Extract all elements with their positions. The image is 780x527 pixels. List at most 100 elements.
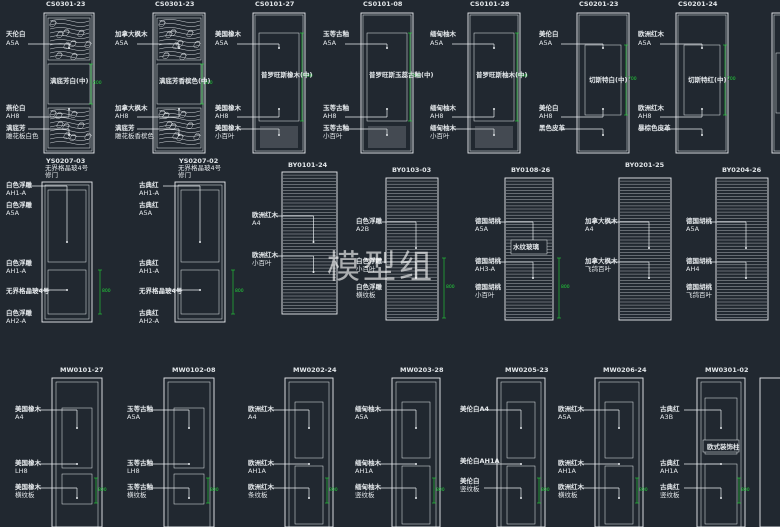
material-label: 欧洲红木 bbox=[248, 459, 274, 467]
door-inner-frame bbox=[154, 14, 204, 152]
leader-dot bbox=[520, 427, 522, 429]
material-label: A2B bbox=[356, 225, 370, 233]
dimension-text: 800 bbox=[561, 285, 570, 290]
material-label: 美伦白AH1A bbox=[460, 457, 500, 465]
door-inner-frame bbox=[598, 381, 640, 527]
dimension-text: 800 bbox=[329, 487, 338, 493]
glass-panel bbox=[180, 269, 220, 315]
door-code: CS0101-27 bbox=[255, 0, 295, 8]
material-label: A4 bbox=[585, 225, 594, 233]
material-label: 雕花板白色 bbox=[6, 132, 39, 140]
material-label: A4 bbox=[15, 413, 24, 421]
material-label: A5A bbox=[6, 39, 20, 47]
material-label: AH1A bbox=[660, 467, 678, 475]
leader-dot bbox=[618, 463, 620, 465]
door-frame bbox=[771, 12, 780, 154]
door-code: MW0101-27 bbox=[60, 366, 104, 374]
door-code: MW0206-24 bbox=[603, 366, 647, 374]
material-label: 竖纹板 bbox=[660, 491, 680, 499]
leader-dot bbox=[199, 289, 201, 291]
door-inner-frame bbox=[55, 381, 99, 527]
material-label: AH1A bbox=[248, 467, 266, 475]
material-label: 横纹板 bbox=[356, 291, 376, 299]
material-label: A5A bbox=[127, 413, 141, 421]
material-label: 黑色皮革 bbox=[539, 124, 565, 132]
material-label: AH8 bbox=[215, 112, 229, 120]
door-frame bbox=[618, 177, 672, 321]
material-label: 古典红 bbox=[139, 259, 159, 267]
carved-panel-pattern bbox=[49, 109, 93, 145]
material-label: 白色浮雕 bbox=[356, 257, 382, 265]
material-label: 缅甸柚木 bbox=[430, 30, 456, 38]
leader-dot bbox=[520, 497, 522, 499]
material-label: 横纹板 bbox=[558, 491, 578, 499]
material-label: 美伦白A4 bbox=[460, 405, 490, 413]
carved-panel-pattern bbox=[158, 109, 202, 145]
material-label: A5A bbox=[686, 225, 700, 233]
material-label: 美国橡木 bbox=[15, 483, 41, 491]
leader-dot bbox=[701, 134, 703, 136]
material-label: A4 bbox=[248, 413, 257, 421]
dimension-text: 700 bbox=[727, 77, 736, 82]
panel bbox=[401, 401, 431, 459]
watermark: 模型组 bbox=[327, 247, 435, 286]
door-inner-frame bbox=[254, 14, 304, 152]
material-label: 德国胡桃 bbox=[686, 257, 712, 265]
leader-dot bbox=[493, 108, 495, 110]
material-label: AH3-A bbox=[475, 265, 496, 273]
dimension-text: 800 bbox=[446, 285, 455, 290]
material-label: AH8 bbox=[638, 112, 652, 120]
material-label: 古典红 bbox=[660, 459, 680, 467]
carved-panel bbox=[47, 17, 91, 61]
leader-dot bbox=[415, 247, 417, 249]
leader-dot bbox=[312, 271, 315, 273]
door-frame bbox=[496, 377, 546, 527]
panel bbox=[294, 401, 324, 459]
center-glass-panel bbox=[47, 63, 91, 105]
material-label: 德国胡桃 bbox=[686, 283, 712, 291]
door-note: 修门 bbox=[45, 171, 58, 179]
decor-label: 欧式装饰柱 bbox=[707, 443, 740, 451]
door-inner-frame bbox=[469, 14, 519, 152]
dimension-text: 400 bbox=[204, 81, 213, 86]
material-label: AH8 bbox=[6, 112, 20, 120]
door-frame bbox=[504, 177, 554, 321]
door-code: MW0205-23 bbox=[505, 366, 549, 374]
leader-dot bbox=[76, 497, 78, 499]
material-label: 加拿大枫木 bbox=[585, 217, 618, 225]
leader-dot bbox=[66, 289, 68, 291]
glass-panel bbox=[510, 239, 548, 255]
material-label: 天伦白 bbox=[6, 30, 26, 38]
panel bbox=[61, 473, 93, 505]
leader-dot bbox=[415, 497, 417, 499]
material-label: 欧洲红木 bbox=[252, 211, 278, 219]
leader-dot bbox=[76, 427, 78, 429]
center-panel-label: 普罗旺斯玉蕊古釉(中) bbox=[369, 71, 434, 79]
material-label: 玉䓁古釉 bbox=[323, 124, 349, 132]
leader-dot bbox=[618, 497, 620, 499]
material-label: 欧洲红木 bbox=[558, 405, 584, 413]
door-frame bbox=[391, 377, 441, 527]
door-note: 修门 bbox=[178, 171, 191, 179]
leader-dot bbox=[188, 427, 190, 429]
material-label: AH1A bbox=[558, 467, 576, 475]
decor-column-panel bbox=[702, 439, 740, 453]
material-label: 加拿大枫木 bbox=[115, 30, 148, 38]
glass-panel bbox=[366, 32, 408, 122]
door-code: BY0204-26 bbox=[722, 166, 762, 174]
material-label: 美国橡木 bbox=[15, 405, 41, 413]
dimension-text: 800 bbox=[98, 487, 107, 493]
door-code: CS0201-23 bbox=[579, 0, 619, 8]
leader-dot bbox=[278, 134, 280, 136]
leader-dot bbox=[66, 241, 68, 243]
dimension-text: 800 bbox=[210, 487, 219, 493]
leader-dot bbox=[278, 108, 280, 110]
material-label: 欧洲红木 bbox=[558, 459, 584, 467]
door-frame bbox=[43, 12, 95, 154]
material-label: 欧洲红木 bbox=[252, 251, 278, 259]
door-code: YS0207-02 bbox=[179, 157, 219, 165]
door-inner-frame bbox=[500, 381, 542, 527]
center-glass-panel bbox=[156, 63, 202, 105]
material-label: 玉䓁古釉 bbox=[127, 483, 153, 491]
material-label: 无界格晶玻4号 bbox=[6, 287, 50, 295]
